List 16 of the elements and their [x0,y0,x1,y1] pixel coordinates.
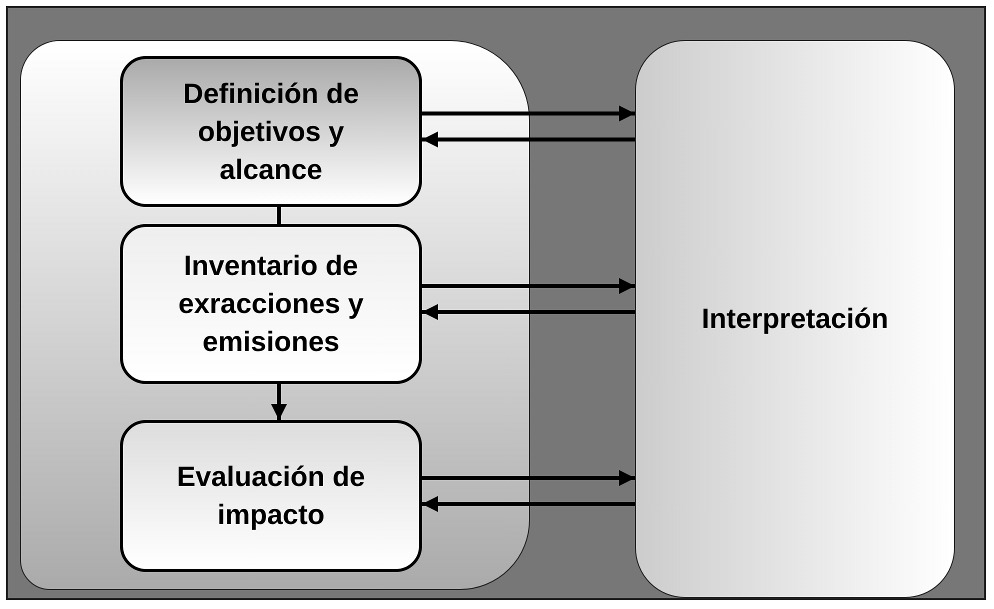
interpretation-box [635,40,955,598]
process-box [120,420,422,572]
arrow [271,384,287,420]
box-label: Interpretación [702,302,888,336]
box-label: Inventario de exracciones y emisiones [177,249,365,359]
process-box [120,224,422,384]
arrow [422,278,635,294]
arrow [422,496,635,512]
arrow [422,132,635,148]
arrow [422,470,635,486]
box-label: Definición de objetivos y alcance [182,76,360,186]
arrow [422,304,635,320]
container-box [20,40,530,590]
arrow [422,106,635,122]
box-label: Evaluación de impacto [176,460,366,532]
process-box [120,56,422,207]
